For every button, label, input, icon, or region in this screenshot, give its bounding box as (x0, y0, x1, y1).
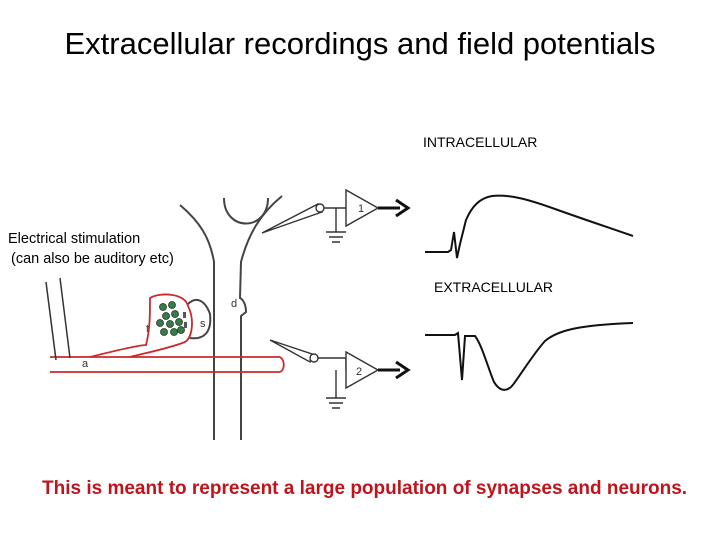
active-zone-marks (183, 312, 187, 328)
extracellular-trace (425, 322, 634, 391)
spine-head (187, 298, 212, 340)
stimulating-electrode (45, 277, 71, 361)
axon (50, 293, 285, 373)
extracellular-label: EXTRACELLULAR (434, 279, 554, 295)
stimulation-line-1: Electrical stimulation (8, 231, 141, 247)
stimulation-label: Electrical stimulation (can also be audi… (8, 229, 174, 269)
terminal-letter: t (146, 323, 149, 335)
intracellular-label: INTRACELLULAR (423, 134, 538, 150)
axon-terminal (89, 293, 193, 358)
arrow-1-icon (378, 198, 411, 218)
explanatory-note: This is meant to represent a large popul… (42, 478, 688, 499)
electrode-1 (261, 188, 380, 243)
spine-letter: s (200, 318, 206, 330)
axon-letter: a (82, 358, 89, 370)
dendrite-fork (223, 197, 269, 225)
neuron-outline (179, 195, 283, 440)
synaptic-vesicles (156, 301, 185, 336)
electrode-1-number: 1 (358, 203, 364, 215)
arrow-2-icon (378, 360, 411, 380)
dendrite-letter: d (231, 298, 237, 310)
slide-title: Extracellular recordings and field poten… (64, 26, 656, 61)
intracellular-trace (425, 194, 634, 259)
dendrite-left-edge (179, 204, 215, 440)
dendrite-right-edge (238, 195, 283, 440)
electrode-2-number: 2 (356, 366, 362, 378)
stimulation-line-2: (can also be auditory etc) (11, 251, 174, 267)
electrode-2 (269, 339, 380, 409)
